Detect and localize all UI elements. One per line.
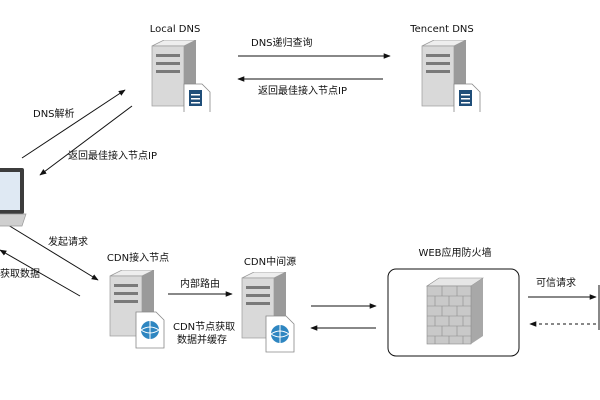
internal-routing-label: 内部路由 xyxy=(180,279,220,290)
local-dns-server-icon xyxy=(151,40,211,112)
cdn-middle-server-icon xyxy=(241,272,295,353)
arrow-get-data xyxy=(0,249,81,297)
cdn-get-cache-label-line2: 数据并缓存 xyxy=(177,335,227,346)
waf-firewall-icon xyxy=(387,268,520,357)
waf-label: WEB应用防火墙 xyxy=(418,248,492,259)
return-best-ip-left-label: 返回最佳接入节点IP xyxy=(68,151,157,162)
initiate-request-label: 发起请求 xyxy=(48,237,88,248)
arrow-return-ip-to-client xyxy=(39,105,133,176)
tencent-dns-server-icon xyxy=(421,40,481,112)
arrow-dns-resolve xyxy=(21,89,126,159)
trusted-request-label: 可信请求 xyxy=(536,278,576,289)
local-dns-label: Local DNS xyxy=(149,24,201,35)
dns-recursive-query-label: DNS递归查询 xyxy=(251,38,313,49)
dns-resolve-label: DNS解析 xyxy=(33,109,75,120)
client-laptop-icon xyxy=(0,168,27,227)
cdn-access-node-label: CDN接入节点 xyxy=(106,253,170,264)
return-best-ip-top-label: 返回最佳接入节点IP xyxy=(258,86,347,97)
cdn-middle-origin-label: CDN中间源 xyxy=(243,257,297,268)
cdn-get-cache-label-line1: CDN节点获取 xyxy=(173,322,236,333)
get-data-label: 获取数据 xyxy=(0,269,40,280)
tencent-dns-label: Tencent DNS xyxy=(410,24,474,35)
arrow-initiate-request xyxy=(7,224,99,281)
cdn-access-server-icon xyxy=(109,270,165,349)
